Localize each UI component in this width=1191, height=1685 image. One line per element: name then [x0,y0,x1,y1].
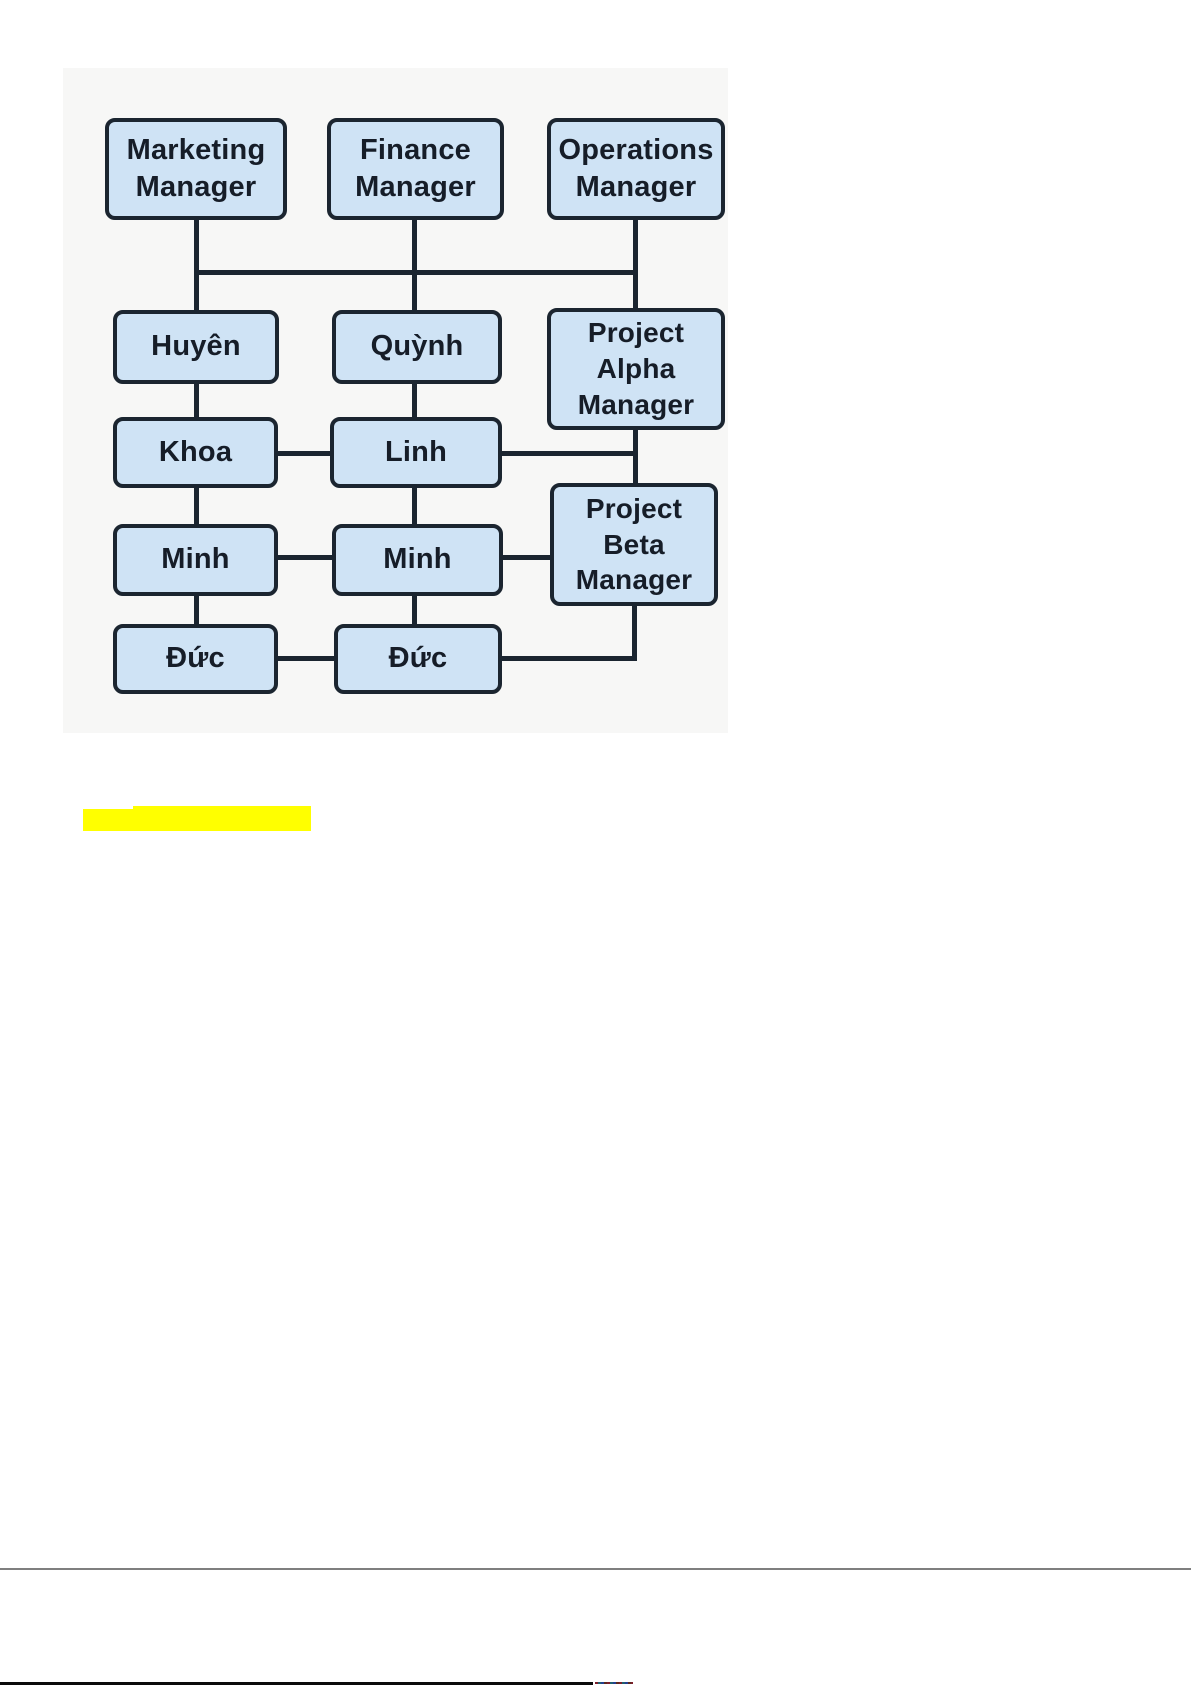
connector-duc-beta-v [632,606,637,661]
node-minh-mid: Minh [332,524,503,596]
connector-alpha-beta [633,428,638,485]
page-divider-line [0,1568,1191,1570]
connector-duc-duc [276,656,334,661]
node-label: Marketing Manager [126,133,266,203]
node-label: Project Alpha Manager [577,317,695,420]
node-project-alpha-manager: Project Alpha Manager [547,308,725,430]
node-marketing-manager: Marketing Manager [105,118,287,220]
bottom-partial-line [0,1682,593,1685]
connector-finance-quynh [412,220,417,310]
connector-huyen-khoa [194,382,199,419]
connector-linh-minh [412,486,417,526]
node-label: Quỳnh [370,330,464,363]
node-label: Project Beta Manager [575,492,693,596]
node-label: Finance Manager [355,133,476,203]
org-chart-image: Marketing Manager Finance Manager Operat… [63,68,728,733]
node-label: Minh [161,543,230,576]
node-finance-manager: Finance Manager [327,118,504,220]
node-duc-left: Đức [113,624,278,694]
node-project-beta-manager: Project Beta Manager [550,483,718,606]
node-linh: Linh [330,417,502,488]
connector-operations-alpha [633,220,638,308]
node-khoa: Khoa [113,417,278,488]
yellow-highlight-upper [133,806,311,831]
connector-marketing-huyen [194,220,199,310]
connector-minh-minh [276,555,334,560]
node-label: Minh [383,543,452,576]
connector-duc-beta-h [500,656,637,661]
node-duc-mid: Đức [334,624,502,694]
connector-minh-duc-left [194,594,199,626]
node-label: Khoa [158,435,233,468]
bottom-colored-marks [595,1682,633,1684]
node-label: Operations Manager [558,133,714,203]
node-operations-manager: Operations Manager [547,118,725,220]
node-label: Đức [388,642,448,675]
node-label: Đức [166,642,225,675]
node-quynh: Quỳnh [332,310,502,384]
connector-khoa-linh [276,451,332,456]
node-huyen: Huyên [113,310,279,384]
node-minh-left: Minh [113,524,278,596]
node-label: Huyên [151,330,241,363]
connector-linh-alpha [500,451,638,456]
connector-khoa-minh [194,486,199,526]
connector-bus [194,270,638,275]
node-label: Linh [384,435,447,468]
connector-minh-duc-mid [412,594,417,626]
connector-quynh-linh [412,382,417,419]
connector-minh-beta [501,555,552,560]
